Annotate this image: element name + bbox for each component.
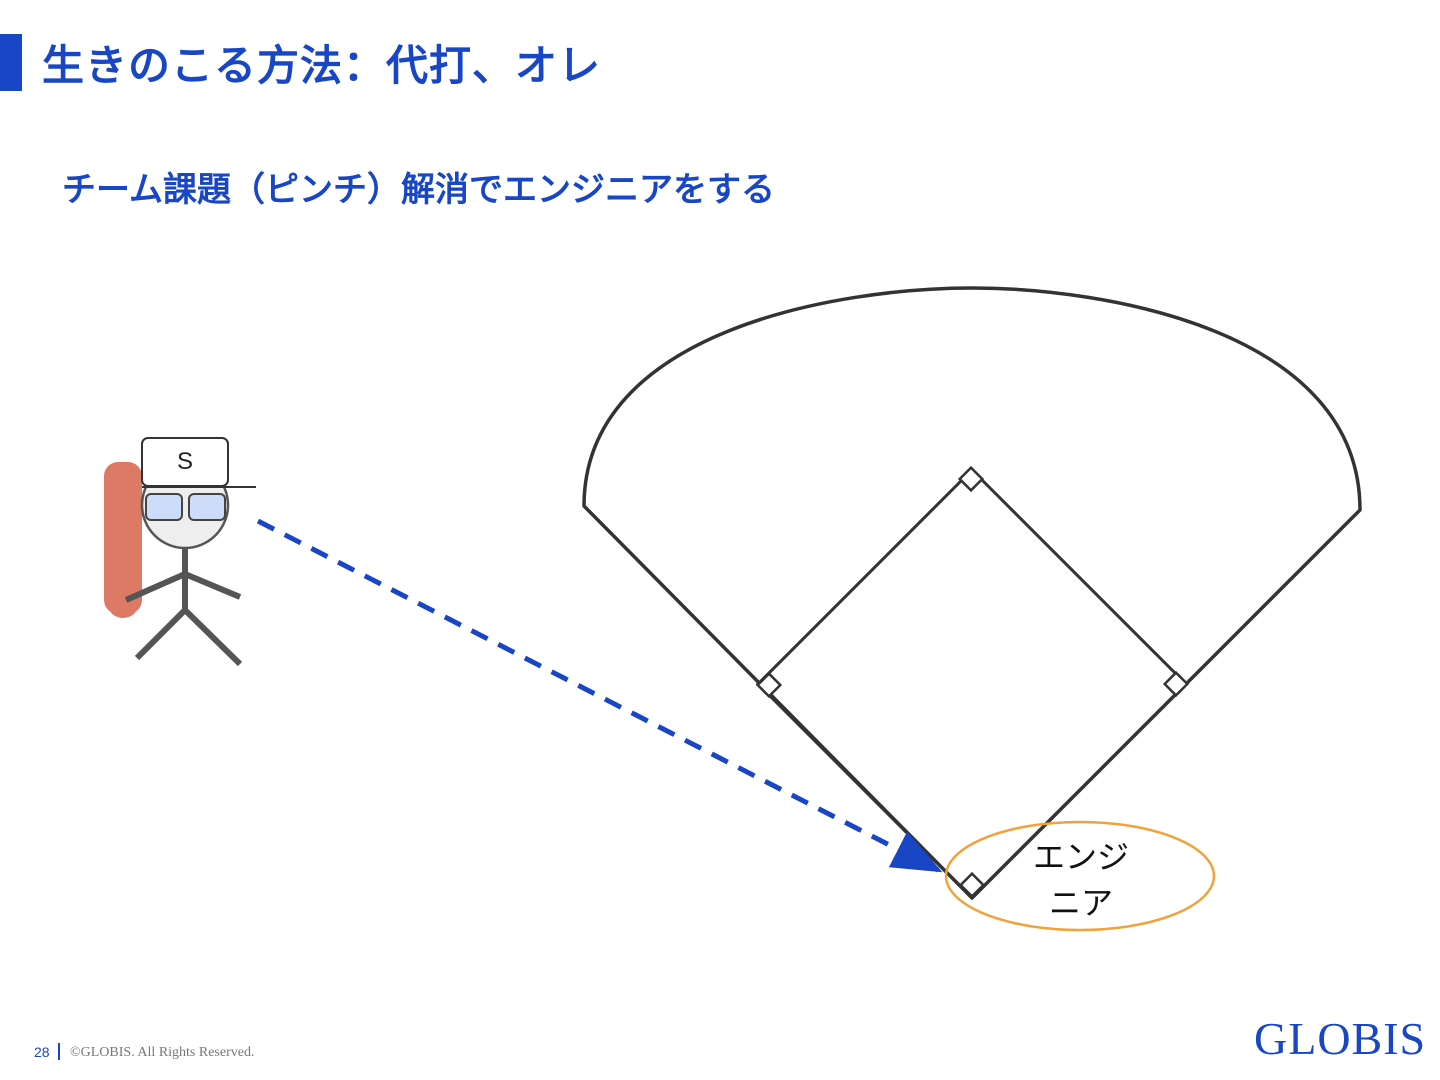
title-accent-bar [0,34,22,91]
globis-logo: GLOBIS [1254,1013,1427,1064]
stick-figure [104,437,256,667]
cap-letter: S [176,448,193,475]
field-outline [582,286,1362,900]
page-number: 28 [34,1044,50,1060]
leg-left [134,607,188,661]
arm-right [183,571,242,600]
home-plate [958,871,986,899]
leg-right [182,607,243,667]
glasses-left-lens [145,493,183,521]
copyright-text: ©GLOBIS. All Rights Reserved. [70,1045,255,1060]
first-base [1162,670,1190,698]
slide-subtitle: チーム課題（ピンチ）解消でエンジニアをする [62,170,775,210]
engineer-highlight-ellipse [944,820,1216,932]
glasses-right-lens [188,493,226,521]
engineer-label: エンジ ニア [1032,838,1129,922]
footer-divider [58,1043,60,1060]
slide-title: 生きのこる方法：代打、オレ [42,41,602,90]
arm-left [124,571,187,603]
bat [104,462,142,614]
dashed-arrow [256,518,943,873]
third-base [755,671,783,699]
second-base [957,465,985,493]
